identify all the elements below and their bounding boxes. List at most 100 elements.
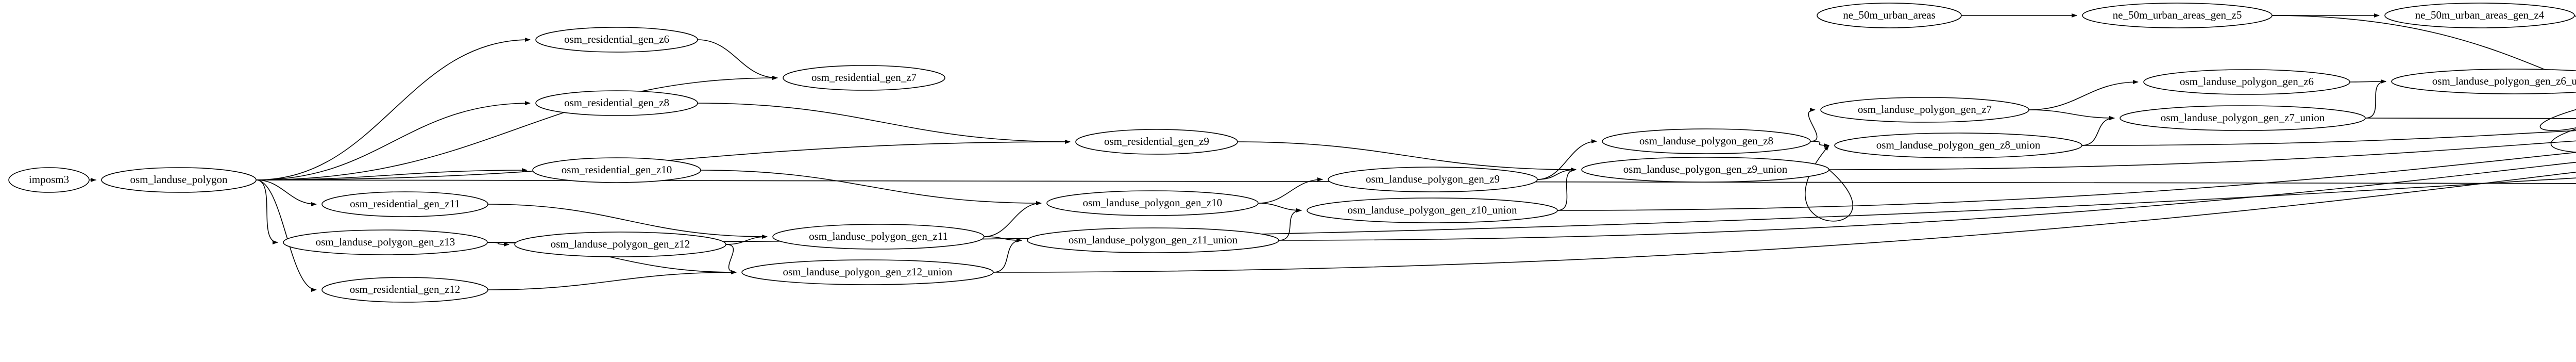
node-ellipse xyxy=(2082,3,2273,28)
graph-edge xyxy=(1810,141,1829,147)
graph-node-osm-landuse-polygon-gen-z12[interactable]: osm_landuse_polygon_gen_z12 xyxy=(514,232,726,257)
node-ellipse xyxy=(1075,129,1238,155)
node-ellipse xyxy=(1581,157,1829,183)
graph-edge xyxy=(697,103,1071,144)
graph-node-osm-landuse-polygon-gen-z12-union[interactable]: osm_landuse_polygon_gen_z12_union xyxy=(741,259,994,285)
graph-node-osm-landuse-polygon-gen-z11-union[interactable]: osm_landuse_polygon_gen_z11_union xyxy=(1027,227,1279,253)
graph-edge xyxy=(256,101,531,180)
graph-edge xyxy=(1237,141,1577,172)
node-ellipse xyxy=(101,167,257,193)
node-ellipse xyxy=(321,191,488,217)
node-ellipse xyxy=(783,65,945,91)
node-ellipse xyxy=(514,232,726,257)
graph-node-osm-landuse-polygon-gen-z6[interactable]: osm_landuse_polygon_gen_z6 xyxy=(2143,69,2350,95)
graph-edge xyxy=(1805,145,1853,222)
node-ellipse xyxy=(321,277,488,303)
node-label: osm_landuse_polygon_gen_z6 xyxy=(2180,75,2314,88)
node-label: osm_landuse_polygon_gen_z8 xyxy=(1639,135,1773,147)
graph-node-imposm3[interactable]: imposm3 xyxy=(8,167,90,193)
node-ellipse xyxy=(1602,128,1811,154)
node-label: osm_residential_gen_z12 xyxy=(350,283,461,295)
graph-edge-to-legend xyxy=(2539,15,2576,131)
graph-edge-to-legend xyxy=(1278,161,2576,241)
node-label: osm_residential_gen_z7 xyxy=(811,71,917,84)
node-label: osm_landuse_polygon xyxy=(130,173,228,186)
graph-edge xyxy=(725,235,768,245)
node-label: ne_50m_urban_areas_gen_z4 xyxy=(2415,9,2545,21)
node-label: osm_landuse_polygon_gen_z9_union xyxy=(1623,163,1788,175)
node-ellipse xyxy=(2384,3,2575,28)
graph-node-ne-50m-urban-areas-gen-z5[interactable]: ne_50m_urban_areas_gen_z5 xyxy=(2082,3,2273,28)
graph-edge-to-legend xyxy=(2081,130,2576,146)
node-label: osm_residential_gen_z10 xyxy=(562,163,672,176)
graph-node-osm-landuse-polygon-gen-z10[interactable]: osm_landuse_polygon_gen_z10 xyxy=(1046,190,1259,216)
graph-edge xyxy=(2028,80,2139,110)
node-label: osm_landuse_polygon_gen_z7 xyxy=(1858,103,1992,116)
graph-node-osm-residential-gen-z6[interactable]: osm_residential_gen_z6 xyxy=(535,27,698,53)
node-label: osm_landuse_polygon_gen_z12_union xyxy=(783,266,953,278)
graph-node-osm-landuse-polygon-gen-z13[interactable]: osm_landuse_polygon_gen_z13 xyxy=(283,229,488,255)
graph-edge xyxy=(487,270,737,290)
graph-edge xyxy=(725,244,737,274)
graph-edge xyxy=(487,204,768,239)
graph-edge xyxy=(1258,177,1323,204)
node-label: osm_landuse_polygon_gen_z6_union xyxy=(2432,75,2576,87)
graph-edge xyxy=(256,76,778,180)
graph-edge xyxy=(1808,108,1818,142)
graph-node-osm-residential-gen-z7[interactable]: osm_residential_gen_z7 xyxy=(783,65,945,91)
graph-node-osm-residential-gen-z11[interactable]: osm_residential_gen_z11 xyxy=(321,191,488,217)
graph-edge-to-legend xyxy=(2272,15,2576,83)
graph-node-osm-landuse-polygon-gen-z8[interactable]: osm_landuse_polygon_gen_z8 xyxy=(1602,128,1811,154)
node-ellipse xyxy=(535,27,698,53)
node-ellipse xyxy=(772,224,985,250)
node-ellipse xyxy=(1046,190,1259,216)
graph-node-osm-residential-gen-z12[interactable]: osm_residential_gen_z12 xyxy=(321,277,488,303)
graph-node-ne-50m-urban-areas-gen-z4[interactable]: ne_50m_urban_areas_gen_z4 xyxy=(2384,3,2575,28)
node-ellipse xyxy=(1328,167,1538,192)
node-ellipse xyxy=(741,259,994,285)
node-label: osm_landuse_polygon_gen_z10 xyxy=(1083,196,1223,209)
graph-edge xyxy=(993,238,1022,273)
graph-node-osm-landuse-polygon-gen-z7[interactable]: osm_landuse_polygon_gen_z7 xyxy=(1820,97,2029,123)
graph-edge xyxy=(984,201,1042,237)
node-ellipse xyxy=(535,90,698,116)
graph-node-osm-landuse-polygon-gen-z6-union[interactable]: osm_landuse_polygon_gen_z6_union xyxy=(2391,69,2576,94)
graph-edge xyxy=(256,38,531,180)
node-label: ne_50m_urban_areas xyxy=(1843,9,1936,21)
node-label: osm_landuse_polygon_gen_z11_union xyxy=(1069,234,1238,246)
node-label: imposm3 xyxy=(29,173,69,186)
graph-node-osm-landuse-polygon-gen-z10-union[interactable]: osm_landuse_polygon_gen_z10_union xyxy=(1307,198,1558,223)
node-ellipse xyxy=(2143,69,2350,95)
graph-edge xyxy=(2365,79,2386,119)
graph-edge xyxy=(1537,139,1597,180)
node-ellipse xyxy=(1834,133,2082,158)
graph-edge xyxy=(1258,203,1302,212)
node-label: osm_landuse_polygon_gen_z7_union xyxy=(2161,111,2325,124)
node-label: osm_residential_gen_z11 xyxy=(350,198,460,210)
graph-node-osm-residential-gen-z8[interactable]: osm_residential_gen_z8 xyxy=(535,90,698,116)
graph-edge-to-legend xyxy=(1828,140,2576,170)
graph-node-osm-landuse-polygon-gen-z7-union[interactable]: osm_landuse_polygon_gen_z7_union xyxy=(2120,105,2366,131)
node-ellipse xyxy=(2391,69,2576,94)
graph-node-ne-50m-urban-areas[interactable]: ne_50m_urban_areas xyxy=(1817,3,1962,28)
graph-edge-to-legend xyxy=(2365,118,2576,119)
graph-edge xyxy=(256,179,317,206)
node-ellipse xyxy=(283,229,488,255)
node-label: osm_residential_gen_z6 xyxy=(564,33,669,45)
graph-node-osm-landuse-polygon-gen-z9-union[interactable]: osm_landuse_polygon_gen_z9_union xyxy=(1581,157,1829,183)
graph-node-osm-landuse-polygon-gen-z11[interactable]: osm_landuse_polygon_gen_z11 xyxy=(772,224,985,250)
node-ellipse xyxy=(8,167,90,193)
node-ellipse xyxy=(1027,227,1279,253)
graph-node-osm-landuse-polygon-gen-z9[interactable]: osm_landuse_polygon_gen_z9 xyxy=(1328,167,1538,192)
node-label: osm_landuse_polygon_gen_z13 xyxy=(316,236,455,248)
graph-edge xyxy=(2349,79,2386,84)
graph-node-osm-landuse-polygon-gen-z8-union[interactable]: osm_landuse_polygon_gen_z8_union xyxy=(1834,133,2082,158)
graph-edge xyxy=(1557,168,1577,211)
graph-node-osm-landuse-polygon[interactable]: osm_landuse_polygon xyxy=(101,167,257,193)
nodes-layer: imposm3 osm_landuse_polygon osm_residentia… xyxy=(8,3,2576,303)
node-label: osm_landuse_polygon_gen_z11 xyxy=(809,230,948,242)
graph-node-osm-residential-gen-z9[interactable]: osm_residential_gen_z9 xyxy=(1075,129,1238,155)
graph-edge xyxy=(2081,116,2115,146)
graph-node-osm-residential-gen-z10[interactable]: osm_residential_gen_z10 xyxy=(532,157,701,183)
